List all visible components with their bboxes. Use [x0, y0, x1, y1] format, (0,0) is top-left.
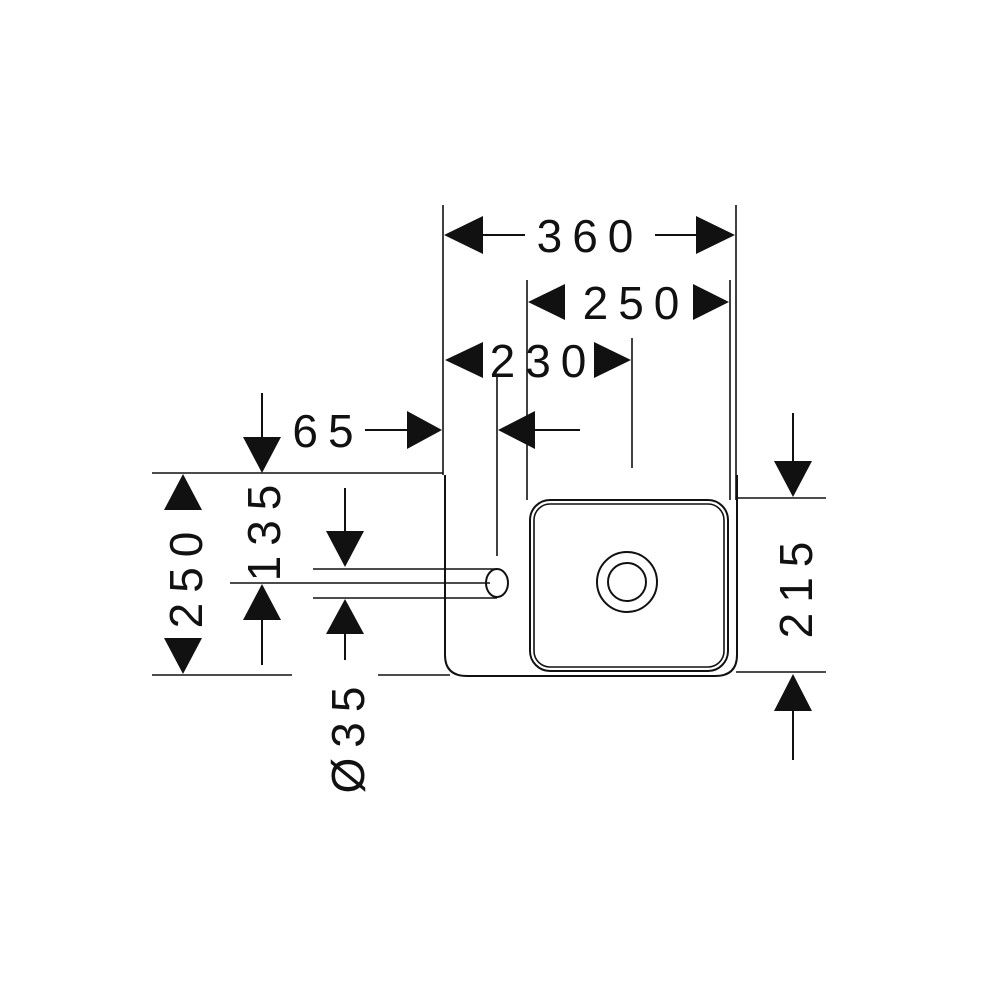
dimension-label-65: 65 [292, 405, 363, 457]
basin-outline [444, 475, 738, 677]
dimension-tap-offset: 230 [445, 335, 633, 556]
arrow-left-icon [498, 411, 535, 449]
dimension-tap-hole-depth: 135 [230, 393, 490, 665]
arrow-right-icon [594, 342, 631, 378]
dimension-label-35: Ø35 [322, 677, 374, 794]
arrow-down-icon [326, 531, 364, 567]
dimension-bowl-width: 250 [526, 277, 731, 500]
dimension-tap-hole-diameter: Ø35 [313, 488, 497, 793]
dimension-overall-depth: 250 [160, 474, 212, 674]
dimension-label-215: 215 [770, 532, 822, 639]
drawing-line [444, 475, 738, 677]
dimension-overall-width: 360 [442, 205, 737, 500]
arrow-left-icon [444, 216, 483, 254]
arrow-left-icon [528, 284, 565, 320]
arrow-down-icon [164, 638, 202, 674]
dimension-label-135: 135 [238, 475, 290, 582]
dimension-label-360: 360 [537, 210, 644, 262]
arrow-up-icon [164, 474, 202, 510]
drawing-line [529, 499, 729, 672]
drain-inner [607, 562, 647, 602]
arrow-right-icon [693, 284, 729, 320]
arrow-down-icon [774, 461, 812, 497]
dimension-label-230: 230 [490, 335, 597, 387]
arrow-down-icon [243, 437, 281, 473]
arrow-right-icon [696, 216, 735, 254]
arrow-left-icon [445, 342, 483, 378]
dimension-label-250-top: 250 [583, 277, 690, 329]
dimension-bowl-depth: 215 [736, 413, 826, 760]
arrow-right-icon [407, 411, 442, 449]
dimension-tap-to-bowl: 65 [292, 405, 580, 457]
drain-outer [596, 551, 658, 613]
tap-hole [485, 568, 509, 598]
dimension-label-250-side: 250 [160, 522, 212, 629]
arrow-up-icon [774, 674, 812, 711]
arrow-up-icon [326, 599, 364, 634]
arrow-up-icon [243, 584, 281, 620]
drawing-line [533, 503, 725, 668]
